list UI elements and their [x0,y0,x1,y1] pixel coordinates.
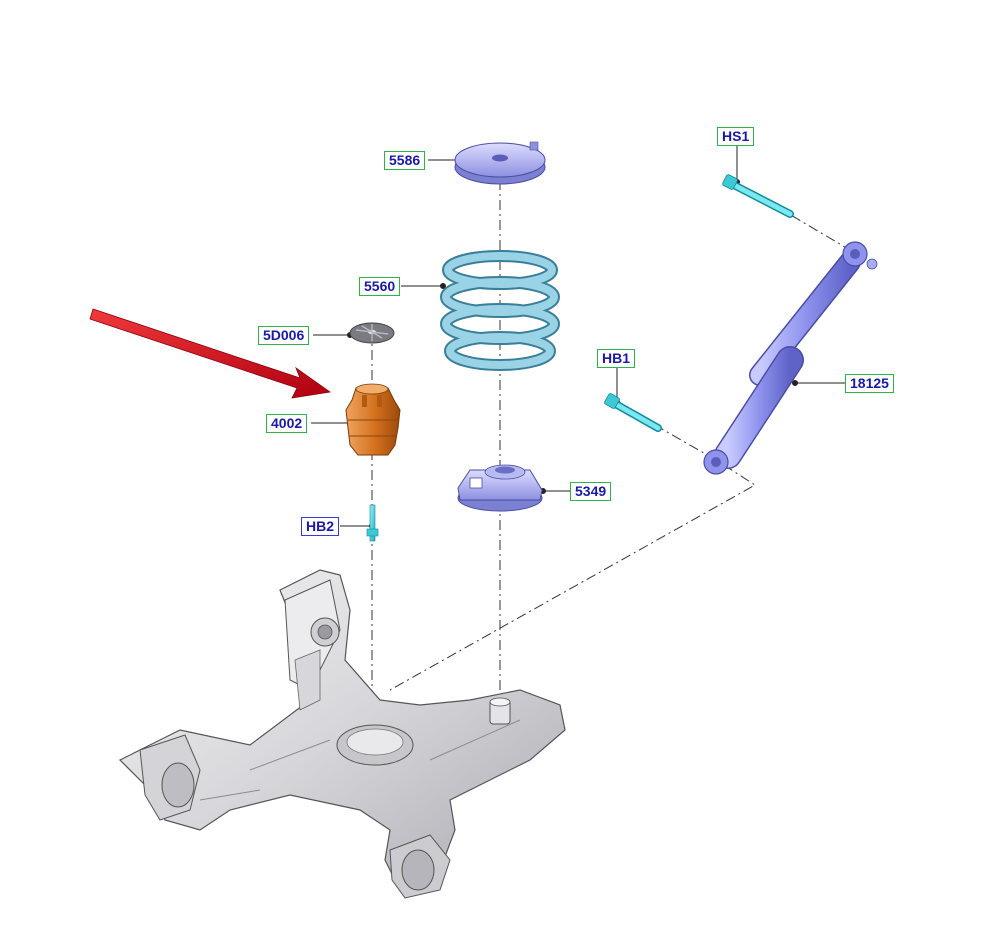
callout-hb2[interactable]: HB2 [301,517,340,536]
callout-5d006[interactable]: 5D006 [258,326,310,345]
callout-5349[interactable]: 5349 [570,482,612,501]
bolt-hb1-icon [604,393,662,432]
callout-5560[interactable]: 5560 [359,277,401,296]
assembly-axis-lines [371,160,851,740]
callout-4002[interactable]: 4002 [266,414,308,433]
lower-spring-seat-icon [457,464,543,512]
callout-hb1[interactable]: HB1 [597,349,636,368]
callout-hs1[interactable]: HS1 [717,127,755,146]
washer-icon [349,322,395,344]
upper-spring-seat-icon [454,141,546,185]
shock-absorber-icon [703,241,878,475]
bump-stop-icon [345,383,401,456]
callout-18125[interactable]: 18125 [845,374,894,393]
bolt-hs1-icon [722,174,794,218]
highlight-arrow-icon [89,308,332,399]
rear-subframe-icon [118,569,566,899]
callout-5586[interactable]: 5586 [384,151,426,170]
coil-spring-icon [440,250,560,371]
bolt-hb2-icon [366,504,379,542]
